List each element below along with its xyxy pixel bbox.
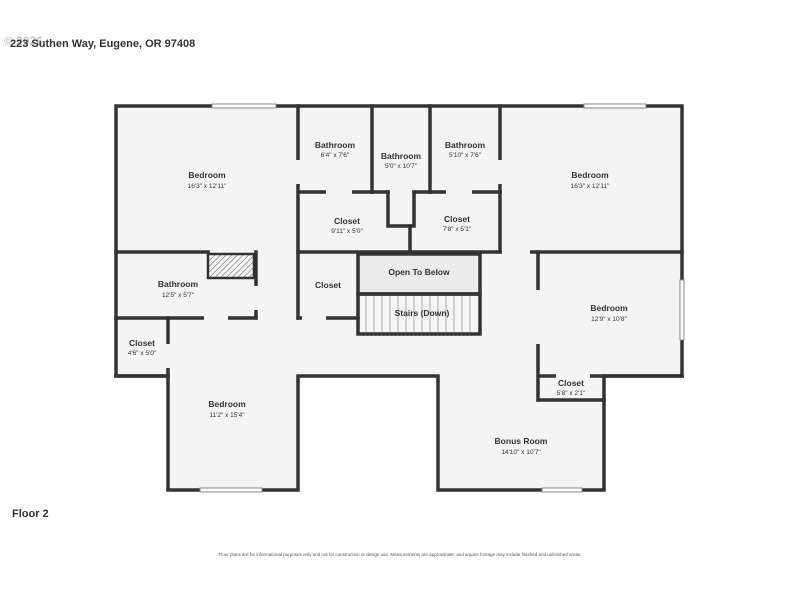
- open-to-below-area: [358, 254, 480, 294]
- room-dimensions: 12'9" x 10'8": [591, 316, 627, 323]
- room-name: Closet: [444, 214, 470, 224]
- room-name: Closet: [558, 378, 584, 388]
- room-name: Bedroom: [590, 303, 628, 313]
- room-dimensions: 4'6" x 5'0": [128, 350, 157, 357]
- room-name: Bedroom: [188, 170, 226, 180]
- room-name: Bathroom: [445, 140, 486, 150]
- disclaimer: Floor plans are for informational purpos…: [218, 552, 582, 557]
- room-name: Bathroom: [315, 140, 356, 150]
- hatched-chase: [206, 252, 256, 280]
- room-dimensions: 9'11" x 5'0": [331, 228, 363, 235]
- room-name: Bedroom: [208, 399, 246, 409]
- room-dimensions: 6'4" x 7'6": [321, 152, 350, 159]
- room-dimensions: 14'10" x 10'7": [501, 449, 541, 456]
- room-name: Closet: [315, 280, 341, 290]
- room-dimensions: 11'2" x 15'4": [209, 412, 245, 419]
- room-dimensions: 7'8" x 5'1": [443, 226, 472, 233]
- room-name: Stairs (Down): [395, 308, 450, 318]
- room-dimensions: 5'8" x 2'1": [557, 390, 586, 397]
- windows: [199, 103, 685, 493]
- floor-label: Floor 2: [12, 508, 49, 520]
- room-dimensions: 5'0" x 10'7": [385, 163, 418, 170]
- room-name: Bathroom: [158, 279, 199, 289]
- room-name: Open To Below: [388, 267, 450, 277]
- room-labels: Bedroom 16'3" x 12'11" Bathroom 6'4" x 7…: [128, 140, 628, 456]
- room-name: Bonus Room: [495, 436, 548, 446]
- room-dimensions: 16'3" x 12'11": [571, 183, 610, 190]
- room-name: Bedroom: [571, 170, 609, 180]
- room-dimensions: 12'5" x 5'7": [162, 292, 195, 299]
- room-name: Closet: [129, 338, 155, 348]
- watermark: © 2026: [4, 34, 43, 48]
- room-name: Closet: [334, 216, 360, 226]
- room-dimensions: 16'3" x 12'11": [188, 183, 227, 190]
- room-dimensions: 5'10" x 7'6": [449, 152, 482, 159]
- stair-treads: [365, 296, 471, 334]
- room-name: Bathroom: [381, 151, 422, 161]
- property-address: 223 Suthen Way, Eugene, OR 97408: [10, 38, 196, 50]
- door-openings: [165, 160, 590, 379]
